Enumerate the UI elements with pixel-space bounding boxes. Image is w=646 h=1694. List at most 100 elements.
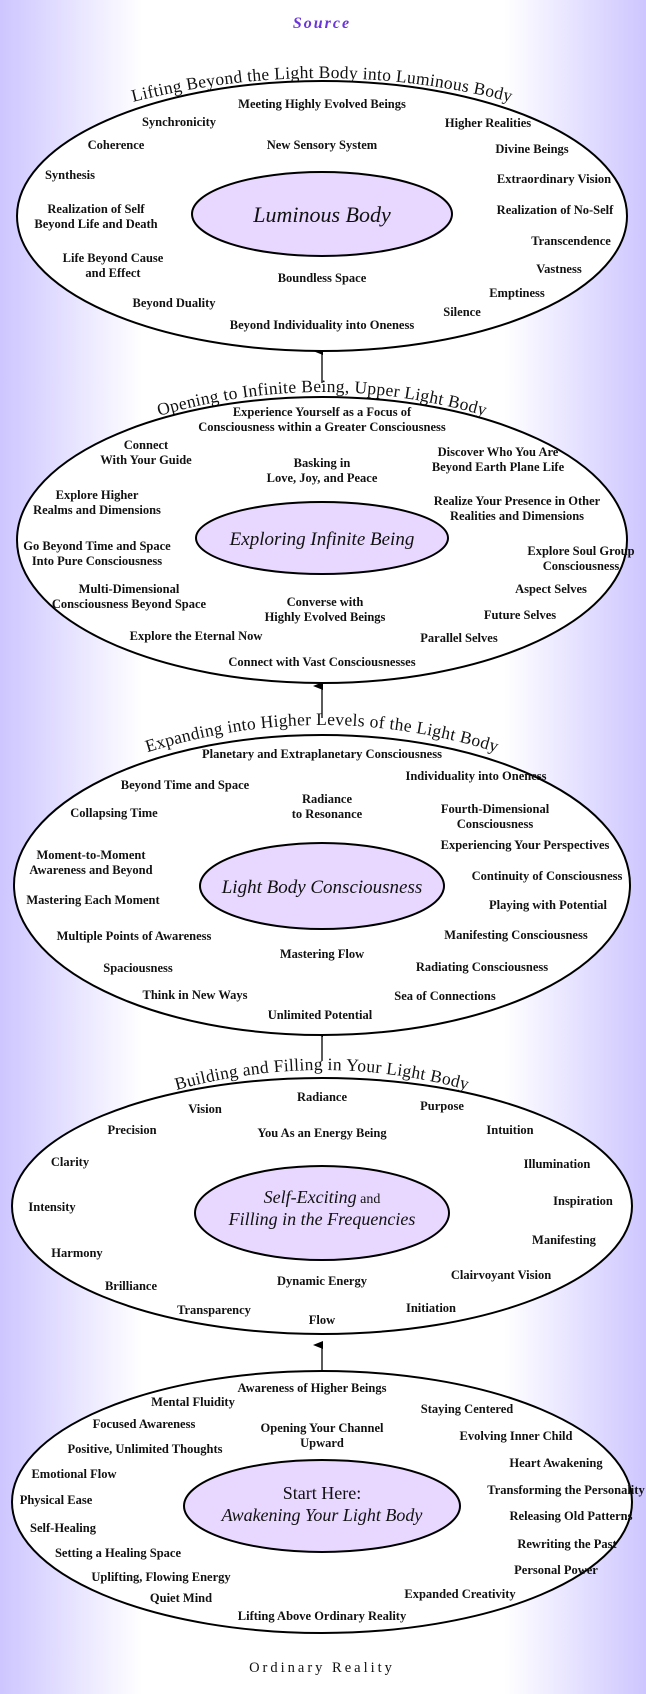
core-label: Exploring Infinite Being [229,529,415,550]
item-line: Explore Soul Group [527,544,634,558]
item-line: Vastness [536,262,582,276]
item-initiation: Initiation [406,1301,456,1315]
item-you-as-an-energy-being: You As an Energy Being [257,1126,387,1140]
core-label: Light Body Consciousness [221,877,423,898]
item-line: Beyond Time and Space [121,778,250,792]
item-line: Personal Power [514,1563,598,1577]
item-connect-with-vast-consciousnesses: Connect with Vast Consciousnesses [228,655,415,669]
core-text-part: Self-Exciting [264,1187,357,1207]
item-line: Basking in [294,456,351,470]
item-spaciousness: Spaciousness [103,961,173,975]
item-line: Awareness of Higher Beings [238,1381,387,1395]
item-line: Physical Ease [20,1493,93,1507]
item-line: to Resonance [292,807,363,821]
item-quiet-mind: Quiet Mind [150,1591,212,1605]
item-intuition: Intuition [486,1123,533,1137]
item-clairvoyant-vision: Clairvoyant Vision [451,1268,551,1282]
item-line: Heart Awakening [509,1456,603,1470]
item-line: Extraordinary Vision [497,172,611,186]
level-luminous-body: Lifting Beyond the Light Body into Lumin… [16,62,628,352]
level-infinite-being: Opening to Infinite Being, Upper Light B… [16,376,635,684]
item-line: Releasing Old Patterns [510,1509,633,1523]
item-experiencing-your-perspectives: Experiencing Your Perspectives [441,838,610,852]
item-line: Planetary and Extraplanetary Consciousne… [202,747,442,761]
item-line: and Effect [85,266,141,280]
item-line: Highly Evolved Beings [265,610,386,624]
item-line: Beyond Individuality into Oneness [230,318,415,332]
item-manifesting-consciousness: Manifesting Consciousness [444,928,588,942]
item-synthesis: Synthesis [45,168,95,182]
item-inspiration: Inspiration [553,1194,613,1208]
core-ellipse [191,171,453,257]
item-coherence: Coherence [88,138,145,152]
item-sea-of-connections: Sea of Connections [394,989,496,1003]
item-line: With Your Guide [100,453,192,467]
item-transparency: Transparency [177,1303,252,1317]
item-expanded-creativity: Expanded Creativity [404,1587,516,1601]
item-setting-a-healing-space: Setting a Healing Space [55,1546,181,1560]
item-line: Continuity of Consciousness [472,869,623,883]
item-line: Unlimited Potential [268,1008,373,1022]
item-realization-of-no-self: Realization of No-Self [497,203,614,217]
item-transcendence: Transcendence [531,234,611,248]
item-line: Initiation [406,1301,456,1315]
item-line: Explore Higher [56,488,139,502]
core-ellipse [195,501,449,575]
core-ellipse [194,1165,450,1261]
item-vastness: Vastness [536,262,582,276]
item-emptiness: Emptiness [489,286,545,300]
item-planetary-and-extraplanetary-consciousness: Planetary and Extraplanetary Consciousne… [202,747,442,761]
item-line: Realization of Self [47,202,145,216]
item-line: Playing with Potential [489,898,608,912]
item-line: Moment-to-Moment [37,848,147,862]
core-text-part: Filling in the Frequencies [228,1209,416,1229]
item-line: Realization of No-Self [497,203,614,217]
item-future-selves: Future Selves [484,608,556,622]
item-line: Life Beyond Cause [63,251,164,265]
item-lifting-above-ordinary-reality: Lifting Above Ordinary Reality [238,1609,407,1623]
item-new-sensory-system: New Sensory System [267,138,378,152]
item-line: Consciousness [457,817,534,831]
item-line: Meeting Highly Evolved Beings [238,97,406,111]
item-line: Evolving Inner Child [459,1429,572,1443]
item-line: Think in New Ways [142,988,247,1002]
item-line: Clairvoyant Vision [451,1268,551,1282]
item-harmony: Harmony [51,1246,103,1260]
item-physical-ease: Physical Ease [20,1493,93,1507]
item-line: Intuition [486,1123,533,1137]
item-line: You As an Energy Being [257,1126,387,1140]
item-illumination: Illumination [524,1157,591,1171]
item-line: Transcendence [531,234,611,248]
item-line: Awareness and Beyond [29,863,152,877]
item-line: Converse with [287,595,364,609]
item-line: Discover Who You Are [438,445,559,459]
item-line: Beyond Life and Death [34,217,157,231]
item-line: Purpose [420,1099,464,1113]
item-line: Rewriting the Past [517,1537,617,1551]
item-positive-unlimited-thoughts: Positive, Unlimited Thoughts [68,1442,223,1456]
item-line: Multi-Dimensional [79,582,180,596]
item-line: Coherence [88,138,145,152]
item-line: Connect with Vast Consciousnesses [228,655,415,669]
item-line: Staying Centered [421,1402,514,1416]
item-staying-centered: Staying Centered [421,1402,514,1416]
item-line: Experience Yourself as a Focus of [233,405,412,419]
core-label: Start Here:Awakening Your Light Body [221,1483,423,1525]
item-line: Precision [107,1123,156,1137]
item-heart-awakening: Heart Awakening [509,1456,603,1470]
item-line: Radiance [297,1090,347,1104]
item-line: Uplifting, Flowing Energy [91,1570,231,1584]
item-line: Flow [309,1313,335,1327]
item-line: Connect [124,438,169,452]
item-line: Radiance [302,792,352,806]
